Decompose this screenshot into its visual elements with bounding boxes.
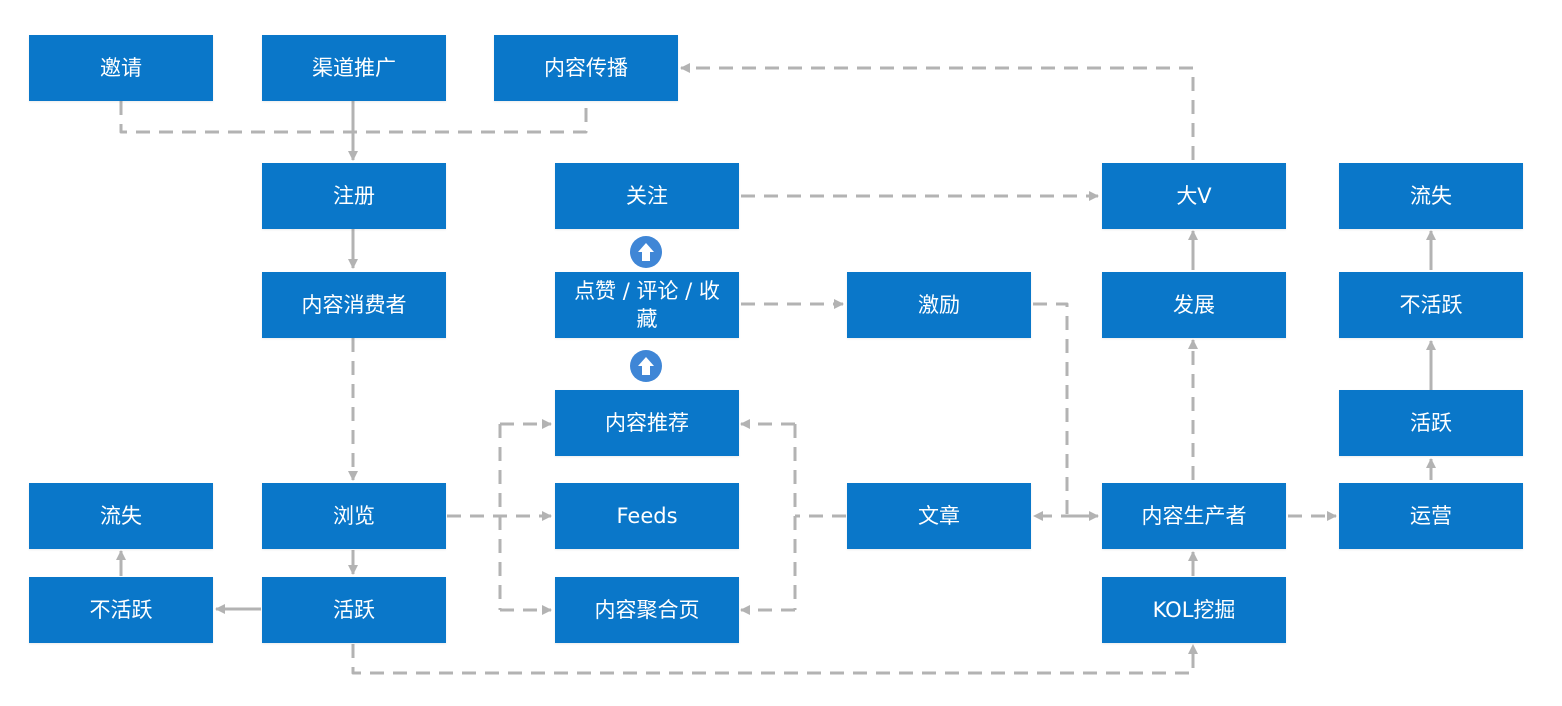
node-like-comment-collect: 点赞 / 评论 / 收藏 xyxy=(555,272,739,338)
connector-bigv-spread xyxy=(681,68,1193,160)
node-register: 注册 xyxy=(262,163,446,229)
node-invite: 邀请 xyxy=(29,35,213,101)
node-big-v: 大V xyxy=(1102,163,1286,229)
node-label: 点赞 / 评论 / 收藏 xyxy=(565,277,729,333)
node-label: Feeds xyxy=(616,502,677,530)
node-article: 文章 xyxy=(847,483,1031,549)
node-content-spread: 内容传播 xyxy=(494,35,678,101)
node-consumer-churn: 流失 xyxy=(29,483,213,549)
node-label: 流失 xyxy=(100,502,142,530)
node-label: 注册 xyxy=(333,182,375,210)
node-producer-inactive: 不活跃 xyxy=(1339,272,1523,338)
node-label: 内容传播 xyxy=(544,54,628,82)
node-label: 大V xyxy=(1176,182,1211,210)
node-channel-promotion: 渠道推广 xyxy=(262,35,446,101)
node-label: 不活跃 xyxy=(90,596,153,624)
node-label: 内容消费者 xyxy=(302,291,407,319)
node-content-aggregate: 内容聚合页 xyxy=(555,577,739,643)
node-label: 文章 xyxy=(918,502,960,530)
node-browse: 浏览 xyxy=(262,483,446,549)
node-label: 运营 xyxy=(1410,502,1452,530)
node-consumer-inactive: 不活跃 xyxy=(29,577,213,643)
node-label: 激励 xyxy=(918,291,960,319)
node-label: 内容聚合页 xyxy=(595,596,700,624)
node-follow: 关注 xyxy=(555,163,739,229)
node-label: 活跃 xyxy=(333,596,375,624)
node-incentive: 激励 xyxy=(847,272,1031,338)
node-label: 渠道推广 xyxy=(312,54,396,82)
node-producer-churn: 流失 xyxy=(1339,163,1523,229)
node-label: 发展 xyxy=(1173,291,1215,319)
node-kol-mining: KOL挖掘 xyxy=(1102,577,1286,643)
connector-incentive-producer xyxy=(1033,304,1098,516)
node-consumer-active: 活跃 xyxy=(262,577,446,643)
node-feeds: Feeds xyxy=(555,483,739,549)
node-label: 邀请 xyxy=(100,54,142,82)
node-label: 浏览 xyxy=(333,502,375,530)
connector-active-kol xyxy=(353,644,1193,673)
node-label: 关注 xyxy=(626,182,668,210)
node-develop: 发展 xyxy=(1102,272,1286,338)
node-content-recommend: 内容推荐 xyxy=(555,390,739,456)
node-label: 内容生产者 xyxy=(1142,502,1247,530)
node-label: 活跃 xyxy=(1410,409,1452,437)
node-label: 内容推荐 xyxy=(605,409,689,437)
up-badge-bottom xyxy=(630,350,662,382)
node-content-producer: 内容生产者 xyxy=(1102,483,1286,549)
node-label: 流失 xyxy=(1410,182,1452,210)
node-content-consumer: 内容消费者 xyxy=(262,272,446,338)
node-operation: 运营 xyxy=(1339,483,1523,549)
up-badge-top xyxy=(630,236,662,268)
node-label: 不活跃 xyxy=(1400,291,1463,319)
node-producer-active: 活跃 xyxy=(1339,390,1523,456)
node-label: KOL挖掘 xyxy=(1153,596,1236,624)
